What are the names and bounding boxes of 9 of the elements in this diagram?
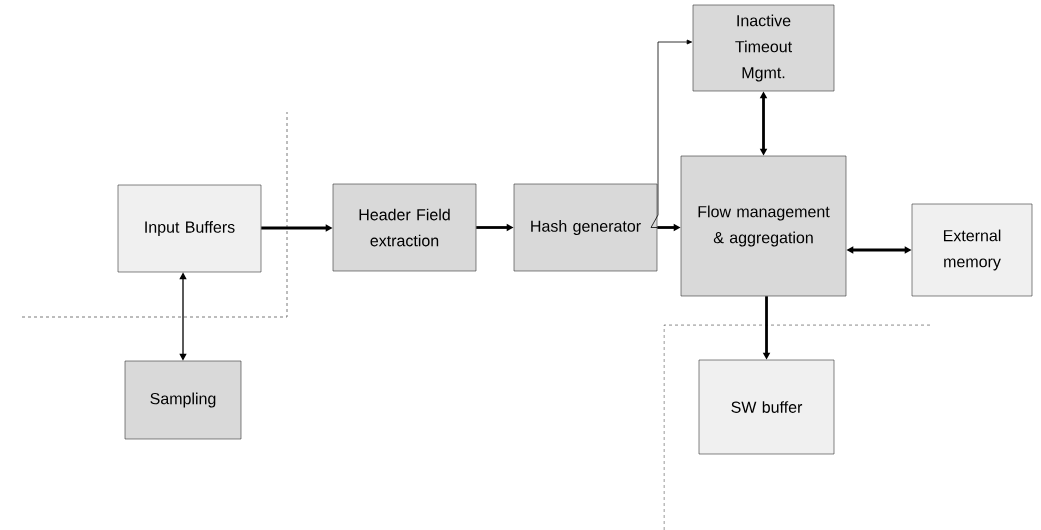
- process-box: Flow management & aggregation: [680, 155, 847, 297]
- process-box: Header Field extraction: [332, 183, 477, 272]
- process-box: SW buffer: [698, 359, 835, 455]
- process-box: Hash generator: [513, 183, 658, 272]
- process-box: Inactive Timeout Mgmt.: [692, 4, 835, 92]
- process-box: External memory: [911, 203, 1033, 297]
- process-box: Sampling: [124, 360, 242, 440]
- arrow: [650, 39, 693, 228]
- process-box: Input Buffers: [117, 184, 262, 273]
